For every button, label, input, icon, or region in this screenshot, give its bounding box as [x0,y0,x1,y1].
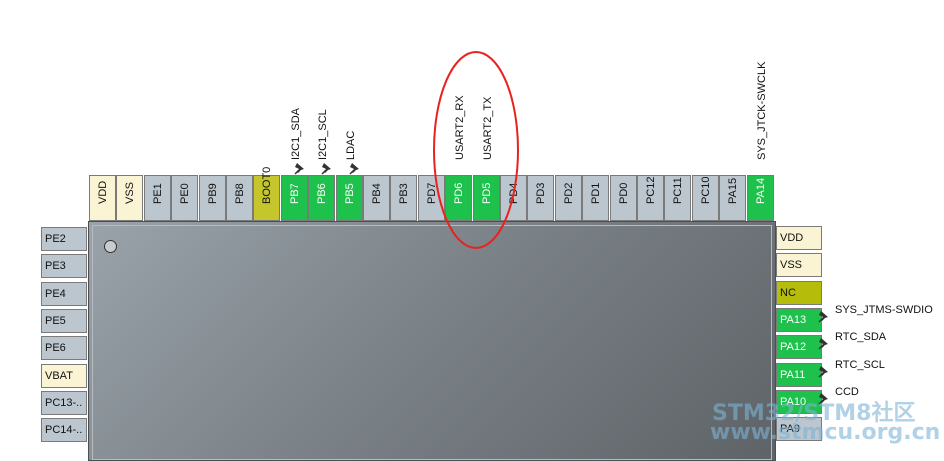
pin-label: PB5 [343,183,356,204]
pin-label: PE0 [178,183,191,204]
signal-label-pa13: SYS_JTMS-SWDIO [835,303,933,316]
pin-pb4[interactable]: PB4 [363,175,390,221]
pin-pb9[interactable]: PB9 [199,175,226,221]
pin-pe0[interactable]: PE0 [171,175,198,221]
pin-label: PB7 [288,183,301,204]
pin-label: VBAT [45,369,73,382]
pin-label: PA12 [780,341,807,354]
pin-label: PB8 [233,183,246,204]
pin-pd5[interactable]: PD5 [473,175,500,221]
watermark-line1: STM32/STM8社区 [712,401,916,426]
pin-label: VDD [780,232,804,244]
pin-label: BOOT0 [260,166,273,204]
pushpin-icon [348,161,362,175]
signal-label-pb5: LDAC [345,130,357,160]
pin-pb6[interactable]: PB6 [308,175,335,221]
pin-label: PE1 [151,183,164,204]
pin-pa9[interactable]: PA9 [776,417,822,442]
pushpin-icon [320,161,334,175]
pin-label: PE5 [45,314,66,327]
pin-pe2[interactable]: PE2 [41,227,87,251]
pin-label: PE4 [45,287,66,300]
pin1-marker-icon [104,240,117,253]
pin-pa13[interactable]: PA13 [776,307,822,332]
pin-pa11[interactable]: PA11 [776,362,822,387]
pin-pa10[interactable]: PA10 [776,389,822,414]
pin-pa15[interactable]: PA15 [719,175,746,221]
pin-label: PC12 [644,176,657,204]
pushpin-icon [293,161,307,175]
signal-label-pa10: CCD [835,385,859,398]
pin-label: PC11 [671,177,684,204]
pin-pe5[interactable]: PE5 [41,308,87,333]
pin-pe3[interactable]: PE3 [41,254,87,279]
pin-pa14[interactable]: PA14 [747,175,774,221]
pin-label: PD0 [617,182,630,204]
mcu-chip-body[interactable] [88,221,776,461]
pin-pc13[interactable]: PC13-.. [41,390,87,415]
pin-label: PA14 [754,177,767,204]
pushpin-icon [817,309,831,323]
pin-pc11[interactable]: PC11 [664,175,691,221]
pin-label: PD3 [534,182,547,204]
pin-pd3[interactable]: PD3 [527,175,554,221]
pin-label: PE6 [45,342,66,355]
pushpin-icon [817,336,831,350]
pin-pb5[interactable]: PB5 [336,175,363,221]
pin-label: PD1 [589,182,602,204]
pin-label: VSS [123,181,136,204]
pin-vss[interactable]: VSS [116,175,143,221]
pin-pc10[interactable]: PC10 [692,175,719,221]
pin-pb7[interactable]: PB7 [281,175,308,221]
signal-label-pa14: SYS_JTCK-SWCLK [756,61,768,160]
pin-pa12[interactable]: PA12 [776,335,822,360]
pin-label: VSS [780,259,803,272]
signal-label-pb6: I2C1_SCL [317,109,329,160]
pin-label: VDD [96,180,109,204]
pin-label: PC10 [699,176,712,204]
pushpin-icon [817,391,831,405]
pin-pd6[interactable]: PD6 [445,175,472,221]
pin-pb8[interactable]: PB8 [226,175,253,221]
pin-pd1[interactable]: PD1 [582,175,609,221]
pin-label: PE2 [45,233,66,245]
pin-pe4[interactable]: PE4 [41,281,87,306]
pin-label: PA9 [780,423,800,436]
pin-vss[interactable]: VSS [776,253,822,278]
pin-label: PA13 [780,313,807,326]
pin-vdd[interactable]: VDD [776,226,822,250]
pin-pe6[interactable]: PE6 [41,336,87,361]
pin-label: PB9 [206,183,219,204]
pin-label: PB6 [315,183,328,204]
pin-label: PA10 [780,395,807,408]
pin-label: PB3 [397,183,410,204]
pin-pb3[interactable]: PB3 [390,175,417,221]
pin-label: PB4 [370,183,383,204]
highlight-circle [433,51,519,249]
pin-vbat[interactable]: VBAT [41,363,87,388]
watermark-line2: www.stmcu.org.cn [710,420,941,445]
pin-label: PE3 [45,260,66,273]
pin-label: PD2 [562,182,575,204]
pin-nc[interactable]: NC [776,280,822,305]
pin-boot0[interactable]: BOOT0 [253,167,280,221]
pin-label: NC [780,286,796,299]
pin-label: PA11 [780,368,806,381]
pin-label: PA15 [726,177,739,204]
pin-pd2[interactable]: PD2 [555,175,582,221]
pin-pc14[interactable]: PC14-.. [41,418,87,443]
signal-label-pb7: I2C1_SDA [290,108,302,160]
pin-pe1[interactable]: PE1 [144,175,171,221]
pin-pc12[interactable]: PC12 [637,175,664,221]
pin-label: PC14-.. [45,424,83,437]
pin-label: PC13-.. [45,396,83,409]
pin-vdd[interactable]: VDD [89,175,116,221]
pin-pd7[interactable]: PD7 [418,175,445,221]
pin-pd0[interactable]: PD0 [610,175,637,221]
signal-label-pa12: RTC_SDA [835,331,887,344]
pushpin-icon [817,364,831,378]
chip-inner-border [92,225,772,460]
signal-label-pa11: RTC_SCL [835,358,885,371]
